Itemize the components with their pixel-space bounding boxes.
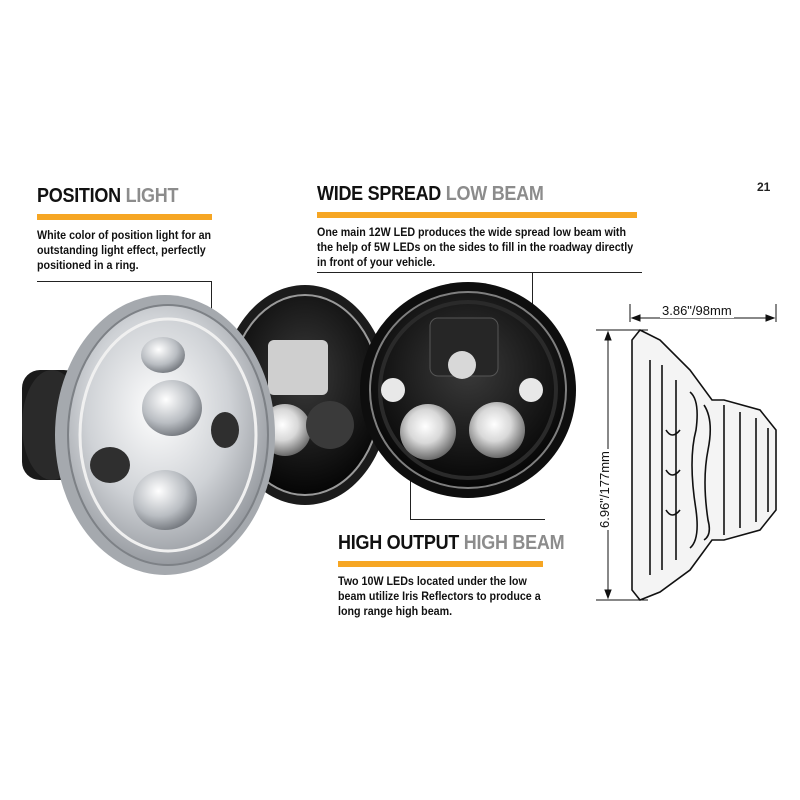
- page-number: 21: [757, 180, 771, 194]
- position-light-heading: POSITION LIGHT: [37, 185, 179, 208]
- front-headlight: [360, 282, 576, 498]
- high-beam-title-main: HIGH OUTPUT: [338, 532, 464, 554]
- position-light-leader-drop: [211, 281, 212, 327]
- chrome-headlight: [22, 295, 275, 575]
- low-beam-description: One main 12W LED produces the wide sprea…: [317, 227, 634, 269]
- position-light-accent-bar: [37, 214, 212, 220]
- high-beam-heading: HIGH OUTPUT HIGH BEAM: [338, 532, 565, 555]
- high-beam-description: Two 10W LEDs located under the low beam …: [338, 576, 541, 618]
- low-beam-title-main: WIDE SPREAD: [317, 183, 446, 205]
- low-beam-accent-bar: [317, 212, 637, 218]
- position-light-title-main: POSITION: [37, 185, 126, 207]
- position-light-title-accent: LIGHT: [125, 185, 179, 207]
- high-beam-title-accent: HIGH BEAM: [463, 532, 565, 554]
- diameter-dimension-label: 6.96"/177mm: [597, 449, 612, 530]
- depth-dimension-label: 3.86"/98mm: [660, 303, 734, 318]
- position-light-description: White color of position light for an out…: [37, 230, 212, 272]
- side-profile-drawing: [631, 328, 777, 601]
- low-beam-heading: WIDE SPREAD LOW BEAM: [317, 183, 544, 206]
- position-light-leader-line: [37, 281, 212, 282]
- high-beam-leader-line: [410, 519, 545, 520]
- high-beam-accent-bar: [338, 561, 543, 567]
- low-beam-leader-line: [317, 272, 642, 273]
- low-beam-title-accent: LOW BEAM: [445, 183, 544, 205]
